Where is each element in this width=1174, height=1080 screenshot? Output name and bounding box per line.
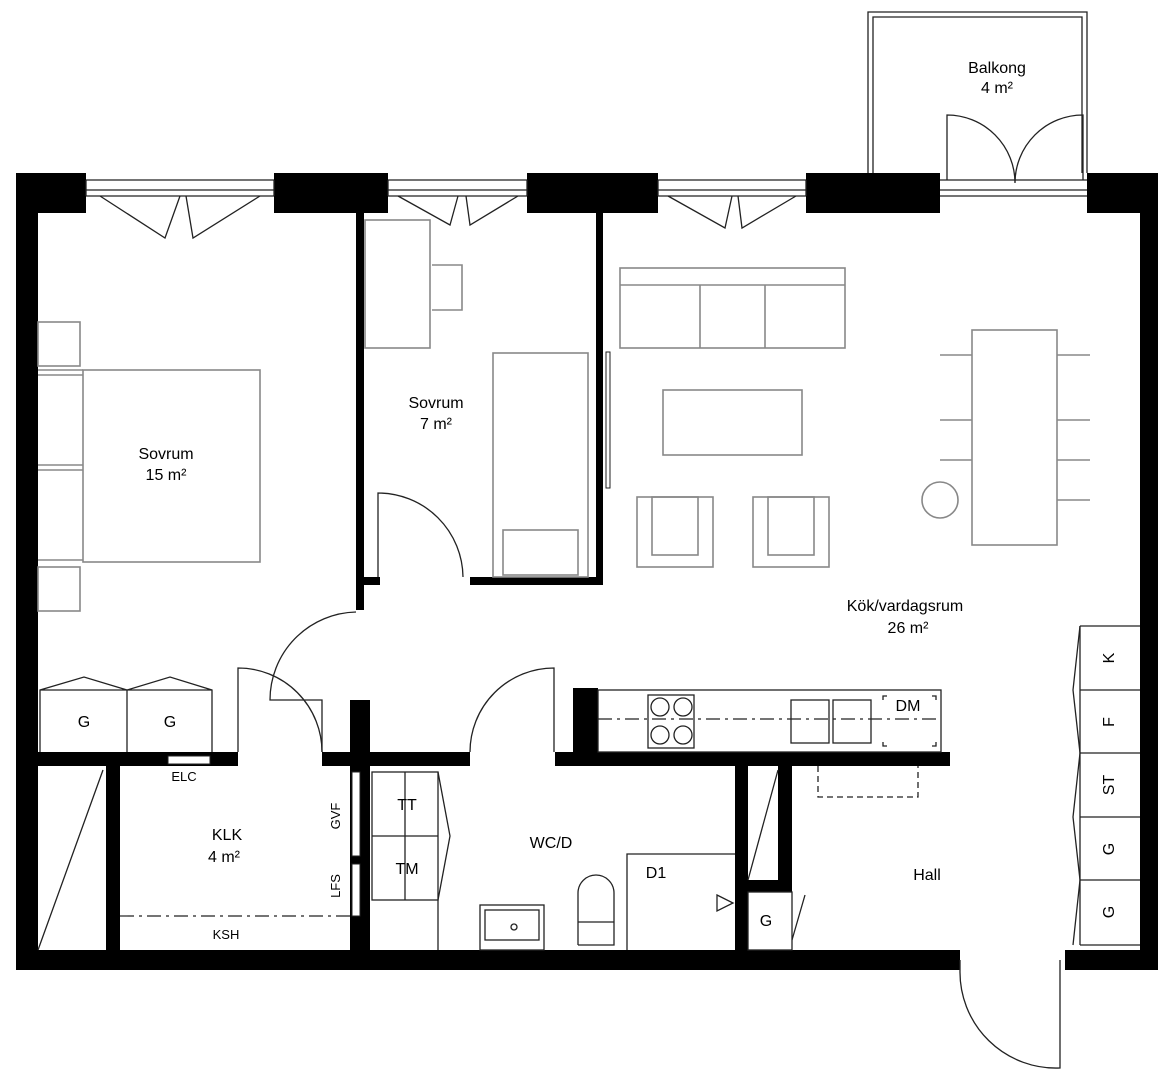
fixtures [39, 625, 1140, 951]
hall-name: Hall [913, 867, 941, 884]
furniture [37, 219, 1090, 612]
balcony-name: Balkong [968, 60, 1026, 77]
wardrobe-label: G [78, 714, 90, 731]
gvf-label: GVF [328, 803, 343, 830]
f-label: F [1101, 717, 1118, 727]
klk-area: 4 m² [208, 849, 241, 866]
tm-label: TM [395, 861, 418, 878]
balcony-area: 4 m² [981, 80, 1014, 97]
fixture-labels: G G ELC GVF LFS KSH TT TM D1 G DM K F ST… [78, 652, 1118, 942]
room-labels: Balkong 4 m² Sovrum 15 m² Sovrum 7 m² Kö… [138, 60, 1025, 884]
g-label: G [1101, 906, 1118, 918]
dm-label: DM [896, 698, 921, 715]
balcony [867, 11, 1088, 173]
hall-wardrobe-label: G [760, 913, 772, 930]
bedroom-large-area: 15 m² [146, 467, 188, 484]
doors [37, 492, 1061, 1069]
outer-walls [16, 173, 1158, 970]
st-label: ST [1101, 775, 1118, 796]
klk-name: KLK [212, 827, 243, 844]
bedroom-small-name: Sovrum [408, 395, 463, 412]
elc-label: ELC [171, 769, 196, 784]
ksh-label: KSH [213, 927, 240, 942]
bedroom-large-name: Sovrum [138, 446, 193, 463]
bedroom-small-area: 7 m² [420, 416, 453, 433]
k-label: K [1101, 652, 1118, 663]
g-label: G [1101, 843, 1118, 855]
interior-walls [38, 213, 950, 950]
windows [85, 114, 1087, 240]
wardrobe-label: G [164, 714, 176, 731]
lfs-label: LFS [328, 874, 343, 898]
living-name: Kök/vardagsrum [847, 598, 964, 615]
tt-label: TT [397, 797, 417, 814]
living-area: 26 m² [888, 620, 930, 637]
d1-label: D1 [646, 865, 667, 882]
wc-name: WC/D [530, 835, 573, 852]
